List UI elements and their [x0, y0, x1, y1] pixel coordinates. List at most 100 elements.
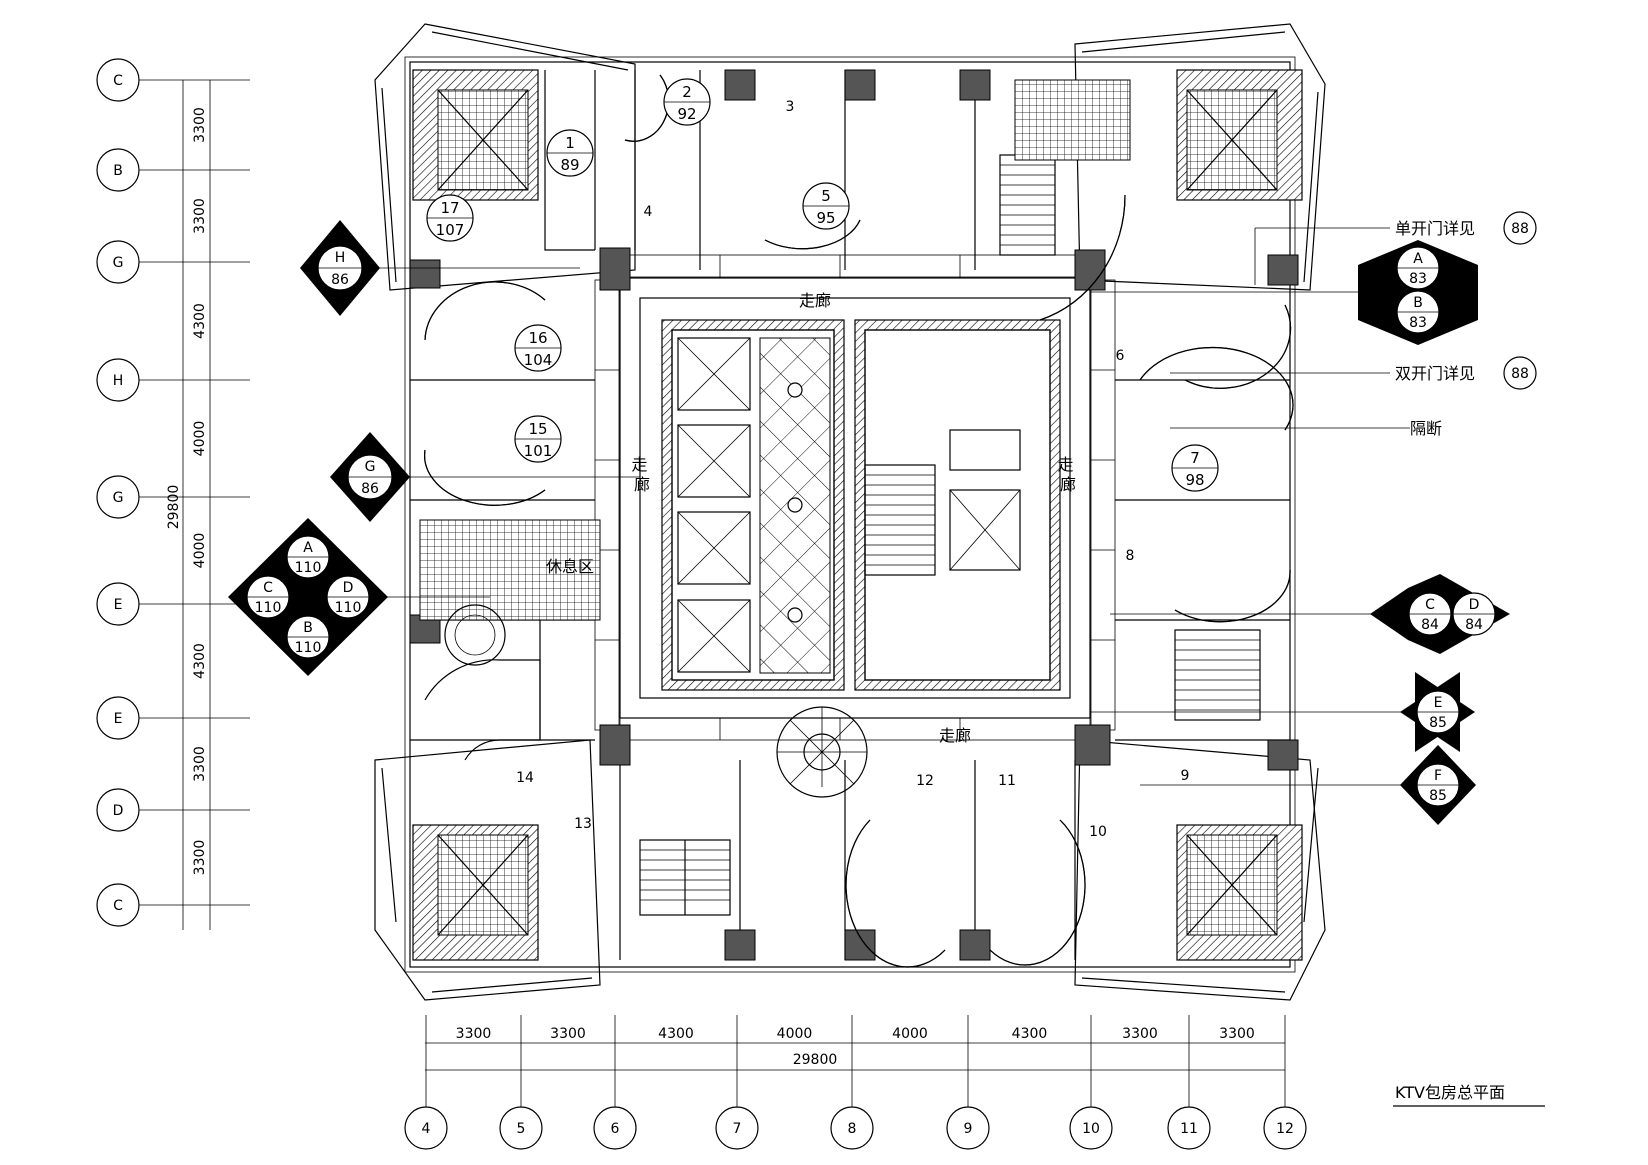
svg-text:B: B	[1413, 295, 1423, 311]
lounge-label: 休息区	[546, 557, 594, 576]
bottom-dimension: 4300	[1012, 1026, 1048, 1042]
partition-note: 隔断	[1410, 419, 1442, 438]
svg-text:9: 9	[1181, 768, 1190, 784]
corridor-char: 廊	[634, 475, 650, 494]
room-tag: 595	[802, 182, 850, 230]
svg-text:10: 10	[1089, 824, 1107, 840]
left-axis-label: H	[113, 373, 124, 389]
left-axis-label: C	[113, 898, 123, 914]
left-dimension: 4000	[192, 533, 208, 569]
svg-text:95: 95	[816, 209, 835, 227]
curved-sofas	[424, 74, 1294, 968]
bottom-dimension: 3300	[1122, 1026, 1158, 1042]
svg-text:16: 16	[528, 329, 547, 347]
bottom-total-dimension: 29800	[793, 1052, 838, 1068]
double-door-note: 双开门详见	[1395, 364, 1475, 383]
left-axis-label: E	[114, 711, 123, 727]
bottom-axis-label: 8	[848, 1121, 857, 1137]
elevator-bank	[677, 337, 751, 673]
svg-text:11: 11	[998, 773, 1016, 789]
left-dimension: 4300	[192, 303, 208, 339]
left-total-dimension: 29800	[166, 485, 182, 530]
left-axis-label: C	[113, 73, 123, 89]
corridor-left-line: 走	[631, 455, 647, 474]
svg-text:86: 86	[331, 272, 349, 288]
single-door-ref: 88	[1511, 221, 1529, 237]
svg-text:110: 110	[295, 560, 322, 576]
left-axis-label: D	[113, 803, 124, 819]
drawing-title: KTV包房总平面	[1393, 1083, 1545, 1107]
svg-text:17: 17	[440, 199, 459, 217]
bottom-dimension: 4000	[777, 1026, 813, 1042]
svg-text:KTV包房总平面: KTV包房总平面	[1395, 1083, 1505, 1102]
svg-text:83: 83	[1409, 315, 1427, 331]
bottom-axis-label: 5	[517, 1121, 526, 1137]
svg-text:104: 104	[524, 351, 553, 369]
left-dimension: 4300	[192, 643, 208, 679]
lower-stairs	[639, 79, 1261, 916]
corridor-right-line: 走	[1057, 455, 1073, 474]
svg-text:110: 110	[255, 600, 282, 616]
svg-text:5: 5	[821, 187, 831, 205]
room-tag: 798	[1171, 444, 1219, 492]
corridor-label-left: 走 廊	[631, 455, 652, 494]
svg-text:D: D	[343, 580, 354, 596]
svg-text:4: 4	[644, 204, 653, 220]
svg-text:89: 89	[560, 156, 579, 174]
single-door-note: 单开门详见	[1395, 219, 1475, 238]
room-tag: 189	[546, 129, 594, 177]
svg-text:110: 110	[295, 640, 322, 656]
bottom-dimension: 3300	[1219, 1026, 1255, 1042]
svg-text:107: 107	[436, 221, 465, 239]
svg-text:86: 86	[361, 481, 379, 497]
svg-text:14: 14	[516, 770, 534, 786]
central-core	[619, 277, 1091, 719]
section-mark-ab-83: A 83 B 83	[1358, 240, 1478, 345]
svg-text:12: 12	[916, 773, 934, 789]
room-partitions	[409, 69, 1299, 961]
svg-text:C: C	[1425, 597, 1435, 613]
section-mark-cd-84: C 84 D 84	[1370, 574, 1510, 654]
svg-text:C: C	[263, 580, 273, 596]
bottom-dimension: 3300	[456, 1026, 492, 1042]
section-mark-g: G 86	[330, 432, 410, 522]
corridor-label-top: 走廊	[799, 291, 831, 310]
svg-text:2: 2	[682, 83, 692, 101]
svg-text:A: A	[1413, 251, 1423, 267]
round-feature	[776, 706, 868, 798]
double-door-ref: 88	[1511, 366, 1529, 382]
bottom-axis-label: 9	[964, 1121, 973, 1137]
svg-text:85: 85	[1429, 788, 1447, 804]
left-axis-label: G	[113, 255, 124, 271]
corridor-char: 廊	[1060, 475, 1076, 494]
svg-text:92: 92	[677, 105, 696, 123]
svg-text:15: 15	[528, 420, 547, 438]
svg-text:83: 83	[1409, 271, 1427, 287]
svg-text:84: 84	[1421, 617, 1439, 633]
left-axis-label: E	[114, 597, 123, 613]
svg-text:101: 101	[524, 442, 553, 460]
bottom-dimension: 4000	[892, 1026, 928, 1042]
corner-shafts	[412, 69, 1303, 961]
svg-text:6: 6	[1116, 348, 1125, 364]
svg-text:8: 8	[1126, 548, 1135, 564]
corridor-label-bottom: 走廊	[939, 726, 971, 745]
bottom-axis-label: 11	[1180, 1121, 1198, 1137]
left-dimension: 3300	[192, 840, 208, 876]
bottom-axis-label: 7	[733, 1121, 742, 1137]
svg-text:98: 98	[1185, 471, 1204, 489]
svg-text:1: 1	[565, 134, 575, 152]
section-mark-h: H 86	[300, 220, 380, 316]
svg-text:H: H	[335, 250, 346, 266]
svg-text:7: 7	[1190, 449, 1200, 467]
svg-text:85: 85	[1429, 715, 1447, 731]
bottom-axis-label: 12	[1276, 1121, 1294, 1137]
bottom-dimension: 3300	[550, 1026, 586, 1042]
